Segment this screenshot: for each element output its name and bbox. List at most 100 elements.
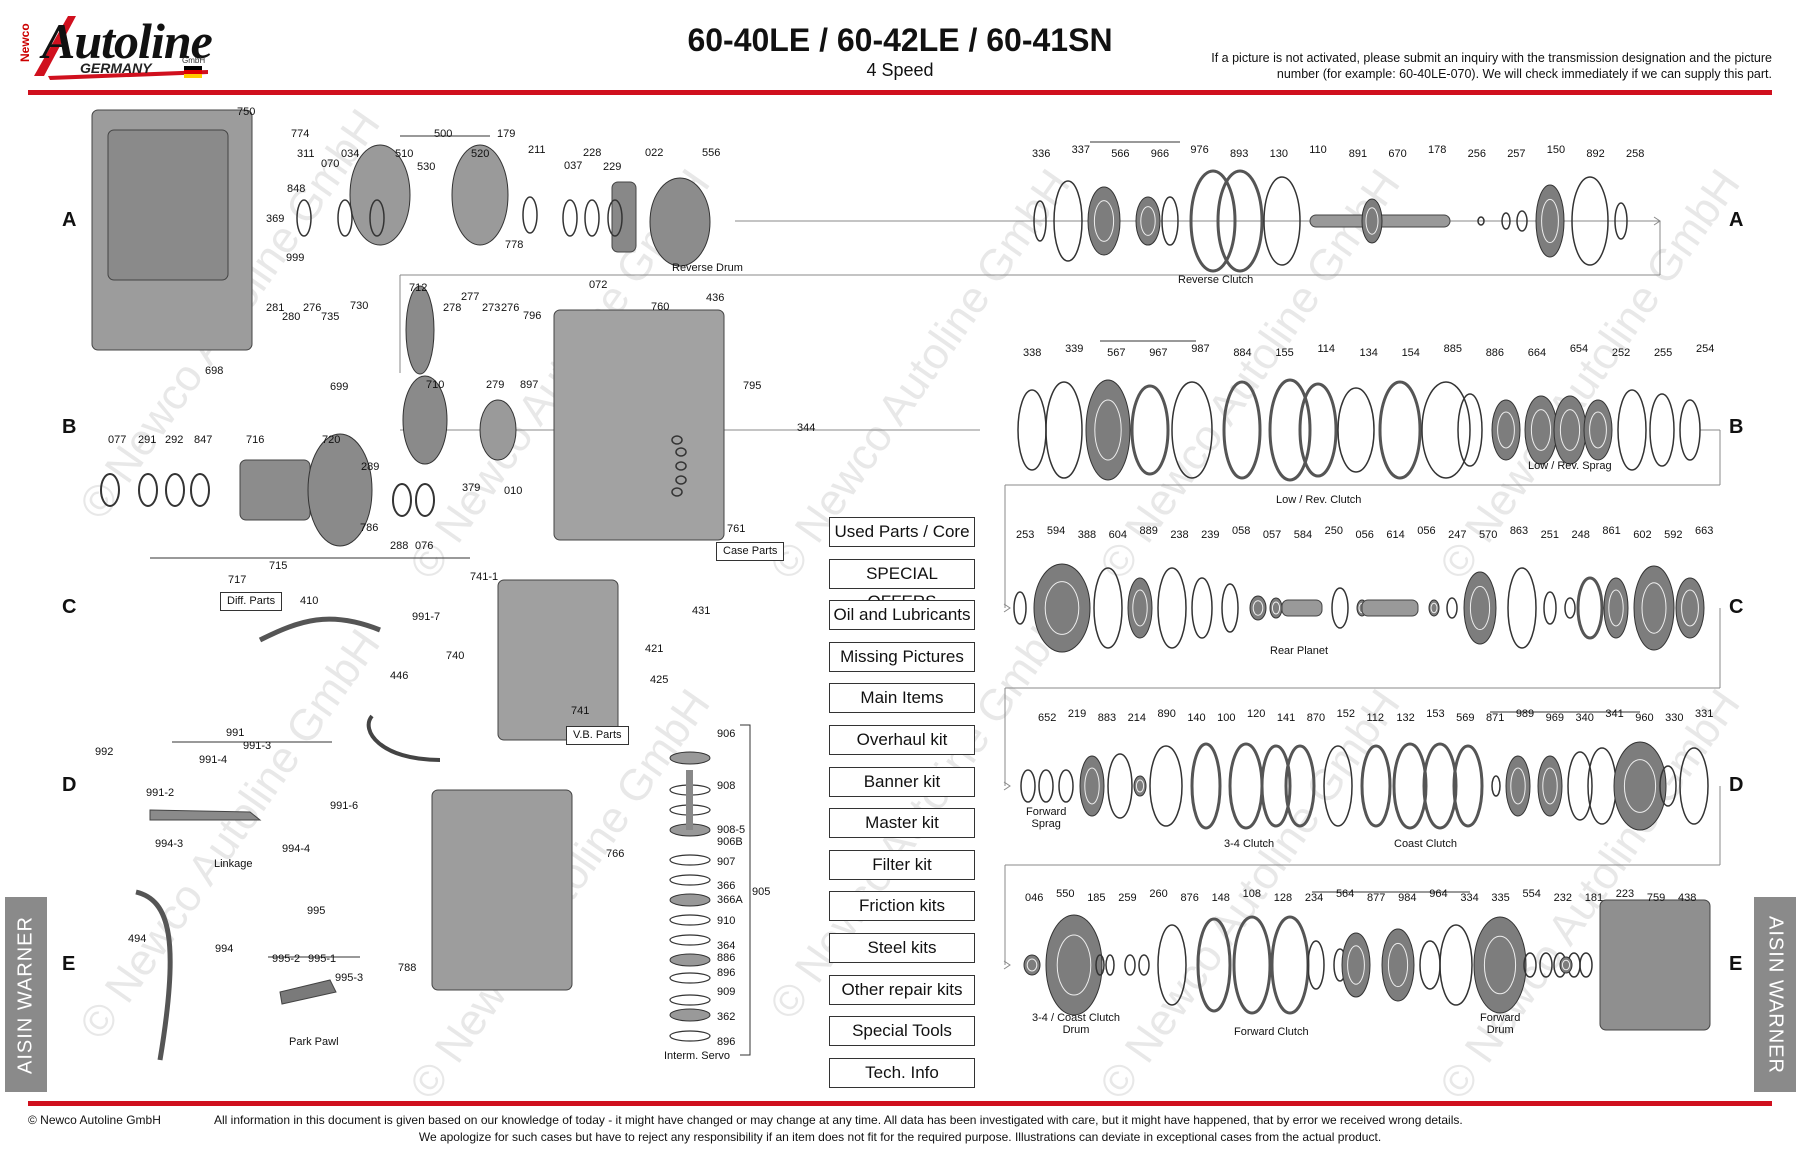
part-ring[interactable] <box>522 196 538 234</box>
case-housing-detail[interactable] <box>107 129 229 281</box>
part-ring[interactable] <box>1013 591 1027 625</box>
part-label[interactable]: 712 <box>409 282 428 294</box>
part-label[interactable]: 795 <box>743 380 762 392</box>
part-label[interactable]: 710 <box>426 379 445 391</box>
part-label-row-d[interactable]: 989 <box>1515 708 1535 720</box>
part-label[interactable]: 076 <box>415 540 434 552</box>
part-label[interactable]: 991-2 <box>146 787 175 799</box>
part-ring[interactable] <box>1530 409 1552 451</box>
part-ring[interactable] <box>1452 744 1484 828</box>
part-ring[interactable] <box>1095 954 1105 976</box>
part-disc[interactable] <box>1361 198 1383 244</box>
part-label[interactable]: 740 <box>446 650 465 662</box>
part-ring[interactable] <box>1124 954 1136 976</box>
part-label-row-b[interactable]: 338 <box>1023 347 1042 359</box>
part-label[interactable]: 311 <box>297 148 315 160</box>
part-label-row-e[interactable]: 984 <box>1398 892 1417 904</box>
part-label[interactable]: 908-5 <box>717 824 746 836</box>
part-label[interactable]: 847 <box>194 434 213 446</box>
part-label-row-b[interactable]: 884 <box>1233 347 1252 359</box>
part-ring[interactable] <box>1038 769 1054 803</box>
part-label[interactable]: 886 <box>717 952 736 964</box>
part-label-row-e[interactable]: 232 <box>1553 892 1572 904</box>
menu-button-used-parts-core[interactable]: Used Parts / Core <box>829 517 975 547</box>
part-label[interactable]: 991-4 <box>199 754 228 766</box>
part-label-row-c[interactable]: 250 <box>1324 525 1343 537</box>
part-disc[interactable] <box>1023 954 1041 976</box>
part-label-row-d[interactable]: 331 <box>1695 708 1714 720</box>
part-label[interactable]: 278 <box>443 302 462 314</box>
part-label-row-c[interactable]: 247 <box>1448 529 1467 541</box>
part-ring[interactable] <box>1045 381 1083 479</box>
part-ring[interactable] <box>675 461 687 471</box>
menu-button-friction-kits[interactable]: Friction kits <box>829 891 975 922</box>
part-ring[interactable] <box>669 994 711 1006</box>
part-label[interactable]: 366A <box>717 894 743 906</box>
part-label[interactable]: 010 <box>504 485 523 497</box>
part-ring[interactable] <box>190 473 210 507</box>
part-label[interactable]: 288 <box>390 540 409 552</box>
part-ring[interactable] <box>669 854 711 866</box>
part-disc[interactable] <box>349 144 411 246</box>
part-ring[interactable] <box>675 475 687 485</box>
part-label[interactable]: 730 <box>350 300 369 312</box>
part-label-row-d[interactable]: 120 <box>1247 708 1266 720</box>
part-label-row-c[interactable]: 248 <box>1571 529 1590 541</box>
part-label-row-c[interactable]: 592 <box>1664 529 1683 541</box>
part-ring[interactable] <box>1260 744 1292 828</box>
part-label-row-a[interactable]: 178 <box>1428 144 1447 156</box>
part-label[interactable]: 991-3 <box>243 740 272 752</box>
part-label[interactable]: 741 <box>571 705 590 717</box>
part-label-row-c[interactable]: 057 <box>1262 529 1282 541</box>
part-ring[interactable] <box>1679 747 1709 825</box>
part-disc[interactable] <box>1473 916 1527 1014</box>
part-label-row-a[interactable]: 893 <box>1230 148 1249 160</box>
part-label[interactable]: 995-2 <box>272 953 301 965</box>
part-ring[interactable] <box>1446 597 1458 619</box>
part-disc[interactable] <box>1613 741 1667 831</box>
part-ring[interactable] <box>1270 915 1310 1015</box>
part-label[interactable]: 070 <box>321 158 340 170</box>
part-label-row-e[interactable]: 128 <box>1273 892 1293 904</box>
part-label-row-e[interactable]: 185 <box>1087 892 1106 904</box>
oil-pan[interactable] <box>431 789 573 991</box>
part-disc[interactable] <box>1033 563 1091 653</box>
part-ring[interactable] <box>669 934 711 946</box>
part-ring[interactable] <box>1392 742 1428 830</box>
part-label-row-e[interactable]: 334 <box>1460 892 1479 904</box>
part-ring[interactable] <box>1542 767 1558 805</box>
part-ring[interactable] <box>1017 389 1047 471</box>
part-label-row-b[interactable]: 886 <box>1485 347 1505 359</box>
part-label[interactable]: 741-1 <box>470 571 499 583</box>
part-label[interactable]: 273 <box>482 302 501 314</box>
part-ring[interactable] <box>1681 589 1699 627</box>
part-label[interactable]: 778 <box>505 239 524 251</box>
part-disc[interactable] <box>669 751 711 765</box>
part-label-row-e[interactable]: 550 <box>1056 888 1075 900</box>
part-ring[interactable] <box>1263 176 1301 266</box>
part-label-row-a[interactable]: 110 <box>1309 144 1327 156</box>
part-label[interactable]: 556 <box>702 147 721 159</box>
part-disc[interactable] <box>1535 184 1565 258</box>
part-label[interactable]: 715 <box>269 560 288 572</box>
part-label-row-d[interactable]: 960 <box>1635 712 1654 724</box>
part-ring[interactable] <box>165 473 185 507</box>
part-label-row-d[interactable]: 569 <box>1456 712 1475 724</box>
part-ring[interactable] <box>1221 583 1239 633</box>
part-label[interactable]: 510 <box>395 148 414 160</box>
part-ring[interactable] <box>1516 210 1528 232</box>
part-ring[interactable] <box>1378 380 1422 480</box>
part-ring[interactable] <box>1196 917 1232 1013</box>
part-label-row-e[interactable]: 877 <box>1367 892 1386 904</box>
menu-button-special-tools[interactable]: Special Tools <box>829 1016 975 1047</box>
part-label[interactable]: 500 <box>434 128 453 140</box>
part-ring[interactable] <box>296 199 312 237</box>
part-label-row-c[interactable]: 861 <box>1602 525 1621 537</box>
menu-button-steel-kits[interactable]: Steel kits <box>829 933 975 963</box>
part-ring[interactable] <box>671 435 683 445</box>
part-ring[interactable] <box>1337 387 1375 473</box>
part-label[interactable]: 179 <box>497 128 516 140</box>
part-ring[interactable] <box>671 487 683 497</box>
part-ring[interactable] <box>100 473 120 507</box>
part-disc[interactable] <box>1633 565 1675 651</box>
